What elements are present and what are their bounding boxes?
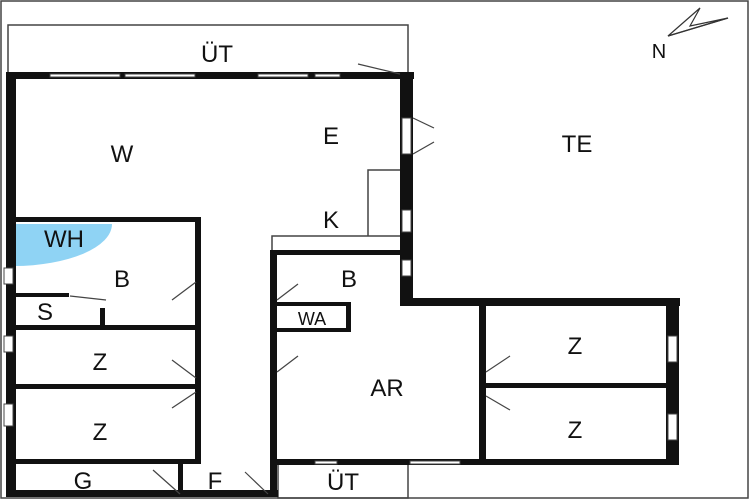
- room-label-z-right-2: Z: [568, 417, 583, 444]
- room-label-wa: WA: [298, 309, 326, 329]
- kitchen-counter: [271, 235, 400, 250]
- room-label-k: K: [323, 207, 339, 234]
- room-label-ut-top: ÜT: [201, 41, 233, 68]
- kitchen-counter-2: [367, 169, 400, 236]
- room-label-b-left: B: [114, 266, 130, 293]
- room-label-ar: AR: [370, 375, 403, 402]
- room-label-f: F: [208, 468, 223, 495]
- room-label-w: W: [111, 141, 134, 168]
- north-arrow-icon: [667, 7, 729, 37]
- room-label-z-left-1: Z: [93, 349, 108, 376]
- windows: [3, 73, 678, 465]
- room-label-g: G: [74, 468, 93, 495]
- room-label-e: E: [323, 123, 339, 150]
- room-label-wh: WH: [44, 226, 84, 253]
- room-label-s: S: [37, 299, 53, 326]
- north-label: N: [652, 41, 666, 63]
- whirlpool-shape: [14, 224, 112, 266]
- door-swings: [69, 63, 511, 495]
- room-label-te: TE: [562, 131, 593, 158]
- room-label-b-right: B: [341, 266, 357, 293]
- room-label-ut-bottom: ÜT: [327, 469, 359, 496]
- room-label-z-left-2: Z: [93, 419, 108, 446]
- room-label-z-right-1: Z: [568, 333, 583, 360]
